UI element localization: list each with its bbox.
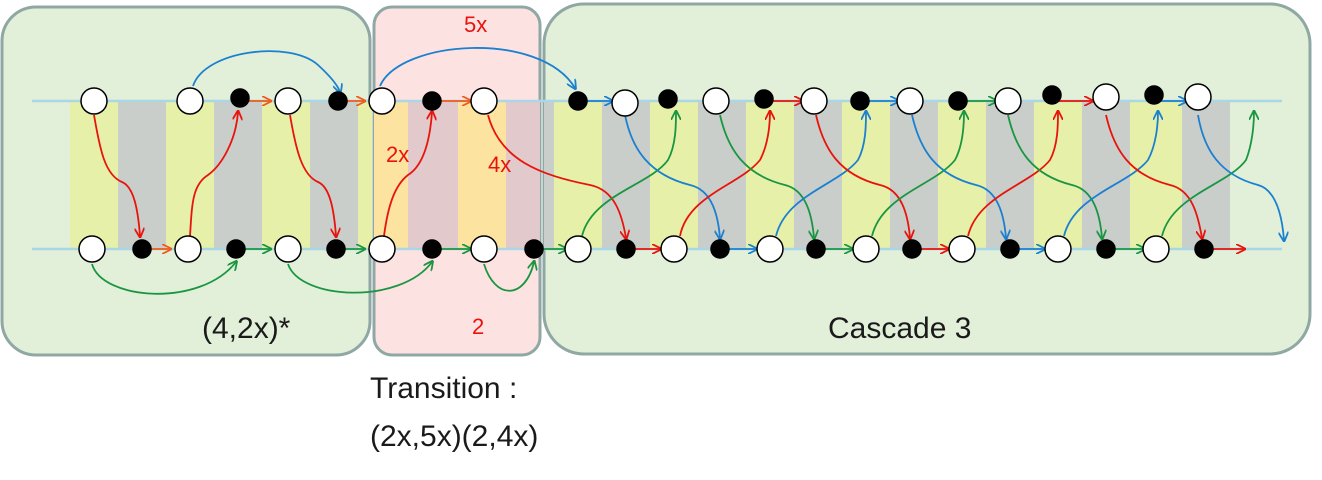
stripe (358, 101, 372, 249)
annotation-2x: 2x (386, 142, 409, 167)
top-nodes (80, 83, 1212, 117)
stripe (1130, 101, 1182, 249)
stripe (506, 101, 540, 249)
green-arrow (1161, 112, 1254, 237)
green-arrow (287, 262, 432, 294)
red-arrow (189, 112, 238, 237)
stripe (310, 101, 358, 249)
open-node (78, 235, 106, 263)
open-node (564, 235, 592, 263)
green-arrow (719, 114, 814, 238)
transition-title: Transition : (370, 372, 518, 405)
open-node (470, 87, 498, 115)
filled-node (754, 89, 774, 109)
stripe (938, 101, 986, 249)
annotation-2: 2 (472, 314, 484, 339)
filled-node (568, 91, 588, 111)
filled-node (230, 88, 250, 108)
open-node (80, 87, 108, 115)
blue-arrow (1063, 112, 1158, 237)
blue-arrow (775, 112, 866, 237)
filled-node (1096, 239, 1116, 259)
open-node (274, 87, 302, 115)
stripe (262, 101, 310, 249)
stripe (458, 101, 506, 249)
blue-arrow (192, 50, 340, 92)
red-arrow (383, 112, 432, 237)
filled-node (524, 239, 544, 259)
green-arrow (871, 112, 964, 237)
filled-node (1194, 239, 1214, 259)
open-node (800, 87, 828, 115)
stripe (650, 101, 698, 249)
filled-node (422, 239, 442, 259)
filled-node (1042, 85, 1062, 105)
red-arrow (1105, 114, 1202, 238)
stripe (1182, 101, 1230, 249)
open-node (994, 87, 1022, 115)
stripe (118, 101, 166, 249)
stripe (374, 101, 408, 249)
red-arrow (487, 114, 626, 238)
filled-node (132, 239, 152, 259)
open-node (1044, 235, 1072, 263)
open-node (611, 89, 639, 117)
red-arrow (679, 112, 770, 237)
red-arrow (967, 112, 1058, 237)
left-region-label: (4,2x)* (202, 312, 291, 345)
open-node (702, 87, 730, 115)
filled-node (616, 239, 636, 259)
filled-node (422, 91, 442, 111)
open-node (660, 235, 688, 263)
open-node (896, 87, 924, 115)
red-arrow (815, 114, 910, 238)
filled-node (902, 239, 922, 259)
arrow-layer (91, 47, 1284, 295)
stripe (70, 101, 118, 249)
blue-arrow (1197, 114, 1284, 240)
green-arrow (91, 262, 236, 295)
stripe (408, 101, 458, 249)
filled-node (1000, 239, 1020, 259)
open-node (368, 235, 396, 263)
filled-node (1144, 85, 1164, 105)
open-node (756, 235, 784, 263)
stripe (602, 101, 650, 249)
filled-node (806, 239, 826, 259)
filled-node (658, 89, 678, 109)
open-node (174, 235, 202, 263)
green-arrow (483, 262, 534, 292)
blue-arrow (911, 114, 1006, 238)
filled-node (850, 91, 870, 111)
open-node (1092, 83, 1120, 111)
filled-node (328, 91, 348, 111)
blue-arrow (379, 47, 575, 88)
filled-node (226, 239, 246, 259)
blue-arrow (624, 114, 720, 238)
open-node (470, 235, 498, 263)
open-node (852, 235, 880, 263)
red-arrow (289, 114, 336, 236)
filled-node (710, 239, 730, 259)
annotation-5x: 5x (464, 12, 487, 37)
filled-node (948, 91, 968, 111)
open-node (1142, 235, 1170, 263)
filled-node (326, 239, 346, 259)
green-arrow (581, 112, 676, 237)
open-node (274, 235, 302, 263)
cascade-region-label: Cascade 3 (828, 312, 971, 345)
stripe (1082, 101, 1130, 249)
transition-formula: (2x,5x)(2,4x) (370, 420, 539, 453)
red-arrow (93, 114, 140, 236)
green-arrow (1007, 114, 1102, 238)
stripe (554, 101, 602, 249)
open-node (948, 235, 976, 263)
open-node (1184, 83, 1212, 111)
stripe (214, 101, 262, 249)
open-node (176, 87, 204, 115)
open-node (368, 87, 396, 115)
bottom-nodes (78, 235, 1214, 263)
annotation-4x: 4x (488, 152, 511, 177)
